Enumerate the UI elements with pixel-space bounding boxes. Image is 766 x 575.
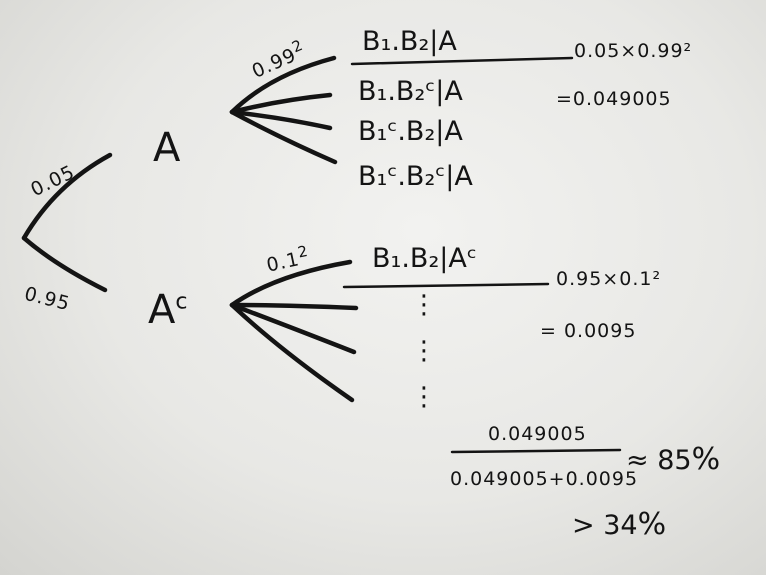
ratio-denominator: 0.049005+0.0095	[450, 468, 639, 490]
a-branch-1	[229, 55, 337, 115]
a-branch-3	[229, 109, 333, 131]
ratio-numerator: 0.049005	[488, 423, 587, 445]
calc-a-result: =0.049005	[556, 88, 672, 110]
a-branch-4	[229, 109, 338, 165]
outcome-b1c-b2c-given-a: B₁ᶜ.B₂ᶜ|A	[358, 161, 473, 192]
calc-ac-result: = 0.0095	[540, 320, 637, 342]
root-branch-upper	[21, 152, 113, 241]
ellipsis-3: ⋮	[411, 382, 437, 412]
ellipsis-2: ⋮	[411, 336, 437, 366]
ratio-compare: > 34%	[572, 507, 667, 542]
ac-underline	[342, 282, 550, 289]
event-ac: Ac	[148, 287, 188, 333]
event-a: A	[153, 125, 181, 171]
calc-a-product: 0.05×0.99²	[574, 40, 693, 62]
ac-branch-3	[229, 302, 357, 355]
fraction-bar	[450, 448, 622, 454]
a-branch-2	[229, 92, 333, 115]
outcome-b1c-b2-given-a: B₁ᶜ.B₂|A	[358, 116, 463, 147]
outcome-b1-b2c-given-a: B₁.B₂ᶜ|A	[358, 76, 463, 107]
ac-branch-2	[229, 302, 359, 311]
outcome-b1-b2-given-ac: B₁.B₂|Aᶜ	[372, 243, 477, 274]
outcome-b1-b2-given-a: B₁.B₂|A	[362, 26, 457, 57]
ac-branch-4	[229, 302, 355, 403]
a-underline	[350, 56, 574, 66]
ac-branch-1	[229, 259, 353, 308]
root-branch-lower	[21, 235, 108, 293]
calc-ac-product: 0.95×0.1²	[556, 268, 662, 290]
ratio-approx: ≈ 85%	[626, 442, 721, 477]
ellipsis-1: ⋮	[411, 290, 437, 320]
